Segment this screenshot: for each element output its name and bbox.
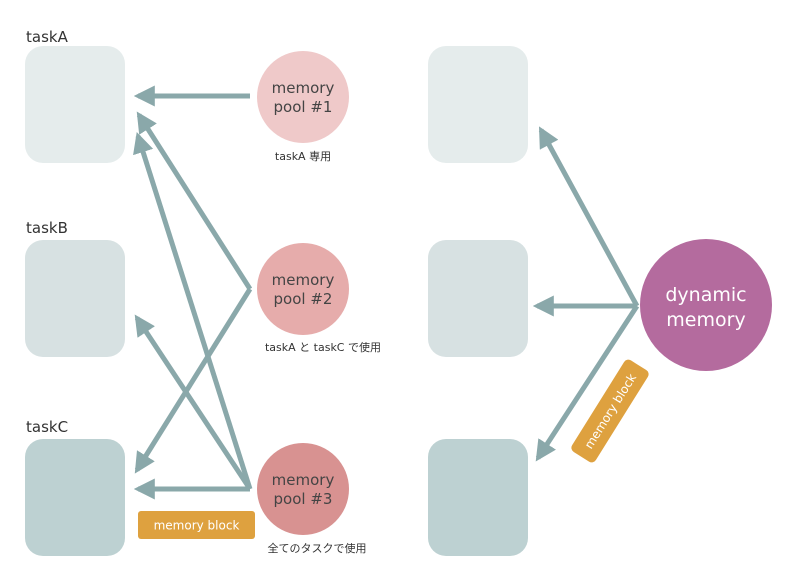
pool-3-line1: memory [272, 471, 335, 489]
memory-block-label-left: memory block [154, 519, 240, 533]
arrow-pool2-to-taskA [136, 111, 253, 291]
task-b-box [25, 240, 125, 357]
dynamic-memory [640, 239, 772, 371]
arrow-pool2-to-taskC [134, 287, 253, 474]
pool-2-line2: pool #2 [274, 290, 333, 308]
pool-1-line2: pool #1 [274, 98, 333, 116]
arrow-dynamic-to-taskC [535, 304, 640, 462]
pool-3-line2: pool #3 [274, 490, 333, 508]
arrow-dynamic-to-taskA [538, 126, 640, 308]
arrow-pool3-to-taskB [134, 314, 253, 491]
memory-block-label-right: memory block [582, 371, 639, 451]
pool-2-line1: memory [272, 271, 335, 289]
task-label-a: taskA [26, 28, 69, 46]
memory-pool-2 [257, 243, 349, 335]
memory-pool-1 [257, 51, 349, 143]
pool-2-caption: taskA と taskC で使用 [265, 341, 381, 354]
memory-block-badge-right-shape [571, 359, 649, 463]
memory-block-badge-left [138, 511, 255, 539]
task-label-c: taskC [26, 418, 68, 436]
memory-block-badge-right: memory block [571, 359, 649, 463]
task-c-box [25, 439, 125, 556]
pool-1-caption: taskA 専用 [275, 150, 331, 163]
pool-1-line1: memory [272, 79, 335, 97]
dynamic-line1: dynamic [665, 284, 746, 306]
arrow-pool3-to-taskA [133, 131, 253, 490]
pool-3-caption: 全てのタスクで使用 [268, 541, 367, 555]
dynamic-line2: memory [666, 309, 745, 331]
task-a-box-right [428, 46, 528, 163]
task-c-box-right [428, 439, 528, 556]
task-label-b: taskB [26, 219, 68, 237]
memory-pool-3 [257, 443, 349, 535]
task-b-box-right [428, 240, 528, 357]
task-a-box [25, 46, 125, 163]
